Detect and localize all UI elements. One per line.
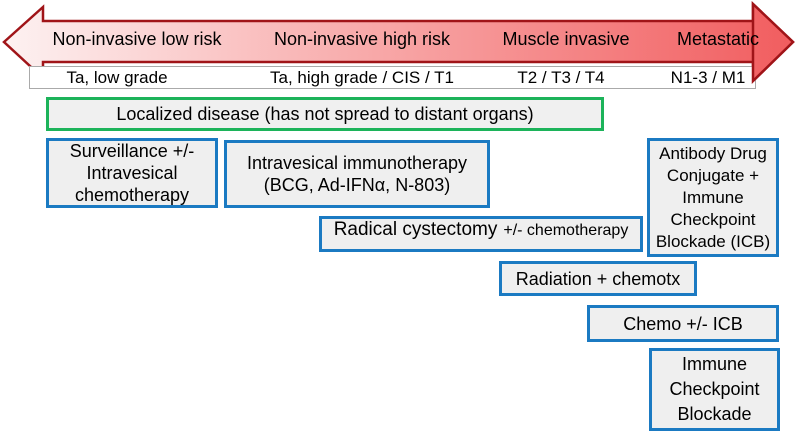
right-arrowhead (751, 1, 795, 84)
treatment-line: Blockade (677, 404, 752, 424)
treatment-box-surveillance: Surveillance +/- Intravesical chemothera… (46, 138, 218, 208)
treatment-line: Immune (682, 187, 744, 207)
localized-disease-box: Localized disease (has not spread to dis… (46, 97, 604, 131)
treatment-box-chemo-icb: Chemo +/- ICB (587, 305, 779, 342)
arrow-label-noninvasive-low: Non-invasive low risk (52, 29, 222, 49)
stage-label-t2-t4: T2 / T3 / T4 (517, 68, 605, 87)
treatment-line: Blockade (ICB) (655, 231, 771, 251)
treatment-line: Conjugate + (666, 165, 760, 185)
treatment-box-antibody-drug-conjugate: Antibody Drug Conjugate + Immune Checkpo… (647, 138, 779, 257)
treatment-line: Checkpoint (670, 209, 756, 229)
treatment-box-radiation-chemotx: Radiation + chemotx (499, 261, 697, 296)
treatment-line: (BCG, Ad-IFNα, N-803) (263, 175, 451, 195)
treatment-line: Checkpoint (669, 379, 760, 399)
stage-label-ta-low: Ta, low grade (66, 68, 168, 87)
treatment-line: +/- chemotherapy (503, 222, 629, 239)
treatment-box-radical-cystectomy: Radical cystectomy +/- chemotherapy (319, 216, 643, 252)
localized-disease-label: Localized disease (has not spread to dis… (116, 103, 534, 124)
treatment-line: Radical cystectomy (333, 219, 498, 240)
stage-label-ta-high: Ta, high grade / CIS / T1 (270, 68, 454, 87)
stage-label-n1-m1: N1-3 / M1 (670, 68, 746, 87)
treatment-line: chemotherapy (74, 185, 190, 205)
treatment-box-immune-checkpoint-blockade: Immune Checkpoint Blockade (649, 348, 780, 431)
arrow-label-noninvasive-high: Non-invasive high risk (273, 29, 451, 49)
treatment-line: Chemo +/- ICB (623, 313, 743, 334)
treatment-line: Antibody Drug (659, 143, 767, 163)
treatment-line: Intravesical (86, 163, 178, 183)
arrow-label-metastatic: Metastatic (676, 29, 760, 49)
treatment-box-intravesical-immunotherapy: Intravesical immunotherapy (BCG, Ad-IFNα… (224, 140, 490, 208)
treatment-line: Intravesical immunotherapy (246, 153, 468, 173)
arrow-label-muscle-invasive: Muscle invasive (502, 29, 630, 49)
treatment-line: Immune (681, 354, 748, 374)
progression-arrow (2, 1, 795, 89)
treatment-line: Radiation + chemotx (515, 268, 681, 289)
treatment-line: Surveillance +/- (69, 141, 195, 161)
